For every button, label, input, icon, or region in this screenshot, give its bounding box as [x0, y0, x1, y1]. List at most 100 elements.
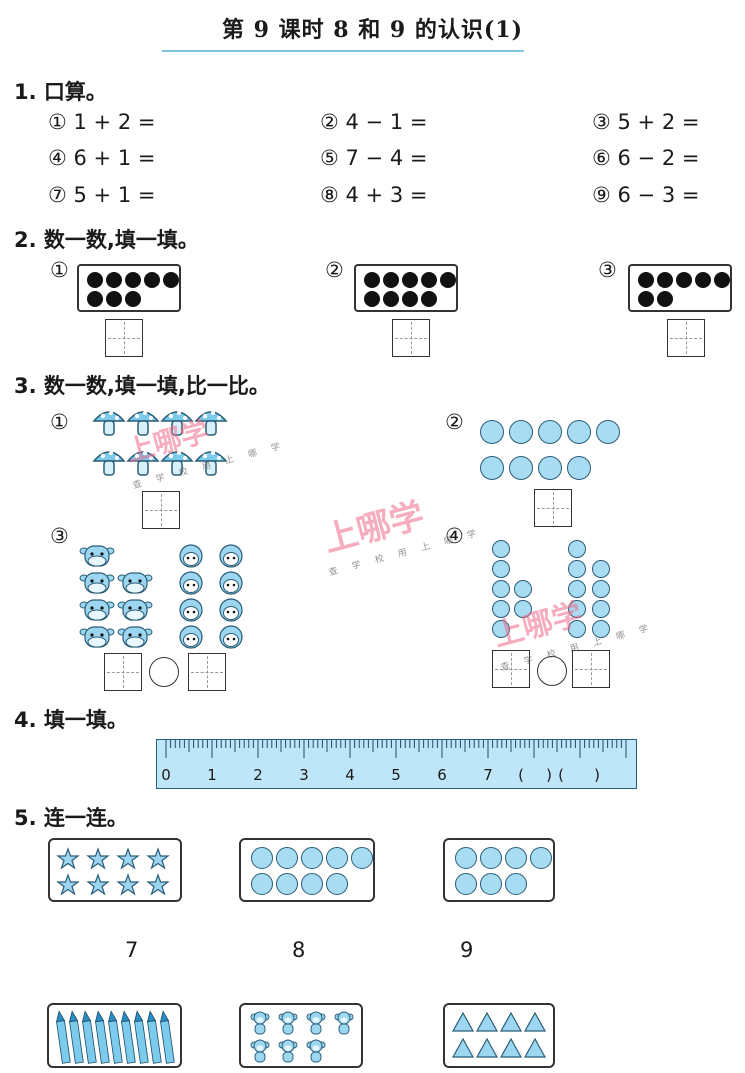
- ruler-blank-8-close[interactable]: ): [546, 766, 552, 784]
- q2-dot-box-2: [354, 264, 458, 312]
- q1-item-7: ⑦ 5 + 1 =: [48, 183, 155, 207]
- q3-cow-group: [79, 545, 153, 648]
- child-face-icon: [179, 571, 203, 595]
- q3-circle-group: [480, 420, 630, 490]
- circle: [455, 873, 477, 895]
- triangle-icon: [452, 1012, 474, 1032]
- monkey-icon: [306, 1039, 326, 1063]
- q4-heading: 4. 填一填。: [14, 708, 128, 732]
- child-face-icon: [219, 598, 243, 622]
- dot: [383, 272, 399, 288]
- item-number: ④: [48, 146, 67, 170]
- child-face-icon: [179, 598, 203, 622]
- circle: [351, 847, 373, 869]
- circle: [480, 873, 502, 895]
- item-number: ⑦: [48, 183, 67, 207]
- dot: [106, 272, 122, 288]
- circle: [480, 420, 504, 444]
- q1-item-5: ⑤ 7 − 4 =: [320, 146, 427, 170]
- child-face-icon: [219, 625, 243, 649]
- circle: [251, 847, 273, 869]
- crayon-group: [54, 1010, 175, 1064]
- circle: [568, 580, 586, 598]
- circle: [326, 847, 348, 869]
- dot: [421, 272, 437, 288]
- star-icon: [117, 874, 139, 895]
- item-number: ⑧: [320, 183, 339, 207]
- star-icon: [147, 848, 169, 869]
- monkey-icon: [250, 1011, 270, 1035]
- triangle-icon: [452, 1038, 474, 1058]
- q2-answer-box-1[interactable]: [105, 319, 143, 357]
- q2-answer-box-3[interactable]: [667, 319, 705, 357]
- q5-bottom-box-triangles[interactable]: [443, 1003, 555, 1068]
- q3-item-4-number: ④: [445, 524, 464, 548]
- expression: 7 − 4 =: [345, 146, 428, 170]
- dot: [638, 272, 654, 288]
- q3-answer-box-4b[interactable]: [572, 650, 610, 688]
- dot: [421, 291, 437, 307]
- q5-number-8[interactable]: 8: [292, 938, 306, 962]
- ruler-label-1: 1: [207, 766, 217, 784]
- q2-dot-box-3: [628, 264, 732, 312]
- dot: [383, 291, 399, 307]
- dot: [125, 291, 141, 307]
- q5-bottom-box-crayons[interactable]: [47, 1003, 182, 1068]
- q2-answer-box-2[interactable]: [392, 319, 430, 357]
- dot: [657, 291, 673, 307]
- circle: [509, 456, 533, 480]
- crayon-icon: [93, 1010, 110, 1064]
- q5-top-box-circles-9[interactable]: [239, 838, 375, 902]
- q3-compare-circle-3[interactable]: [149, 657, 179, 687]
- q3-heading: 3. 数一数,填一填,比一比。: [14, 374, 270, 398]
- ruler-blank-9-open[interactable]: (: [558, 766, 564, 784]
- ruler-blank-9-close[interactable]: ): [594, 766, 600, 784]
- ruler-label-7: 7: [483, 766, 493, 784]
- dot: [364, 272, 380, 288]
- q5-number-7[interactable]: 7: [125, 938, 139, 962]
- crayon-icon: [54, 1010, 71, 1064]
- circle: [514, 600, 532, 618]
- circle: [492, 580, 510, 598]
- cow-icon: [79, 599, 115, 621]
- triangle-icon: [476, 1038, 498, 1058]
- child-face-icon: [219, 544, 243, 568]
- monkey-icon: [278, 1039, 298, 1063]
- q3-answer-box-3b[interactable]: [188, 653, 226, 691]
- crayon-icon: [132, 1010, 149, 1064]
- expression: 6 + 1 =: [73, 146, 156, 170]
- dot: [402, 291, 418, 307]
- circle: [505, 873, 527, 895]
- expression: 6 − 2 =: [617, 146, 700, 170]
- mushroom-icon: [93, 450, 125, 476]
- q5-heading: 5. 连一连。: [14, 806, 128, 830]
- q3-answer-box-3a[interactable]: [104, 653, 142, 691]
- q5-number-9[interactable]: 9: [460, 938, 474, 962]
- star-icon: [87, 874, 109, 895]
- circle: [530, 847, 552, 869]
- circle: [592, 580, 610, 598]
- q3-answer-box-1[interactable]: [142, 491, 180, 529]
- q3-answer-box-4a[interactable]: [492, 650, 530, 688]
- q5-bottom-box-monkeys[interactable]: [239, 1003, 363, 1068]
- circle: [538, 420, 562, 444]
- circle: [505, 847, 527, 869]
- circle: [567, 456, 591, 480]
- circle: [480, 847, 502, 869]
- q5-top-box-stars[interactable]: [48, 838, 182, 902]
- monkey-icon: [250, 1039, 270, 1063]
- ruler-label-6: 6: [437, 766, 447, 784]
- q3-answer-box-2[interactable]: [534, 489, 572, 527]
- q3-compare-circle-4[interactable]: [537, 656, 567, 686]
- q5-top-box-circles-7[interactable]: [443, 838, 555, 902]
- ruler-blank-8-open[interactable]: (: [518, 766, 524, 784]
- dot: [638, 291, 654, 307]
- ruler: 0 1 2 3 4 5 6 7 ( ) ( ): [156, 739, 637, 789]
- circle: [492, 560, 510, 578]
- dot: [144, 272, 160, 288]
- crayon-icon: [119, 1010, 136, 1064]
- circle: [568, 600, 586, 618]
- crayon-icon: [158, 1010, 175, 1064]
- circle: [455, 847, 477, 869]
- item-number: ①: [48, 110, 67, 134]
